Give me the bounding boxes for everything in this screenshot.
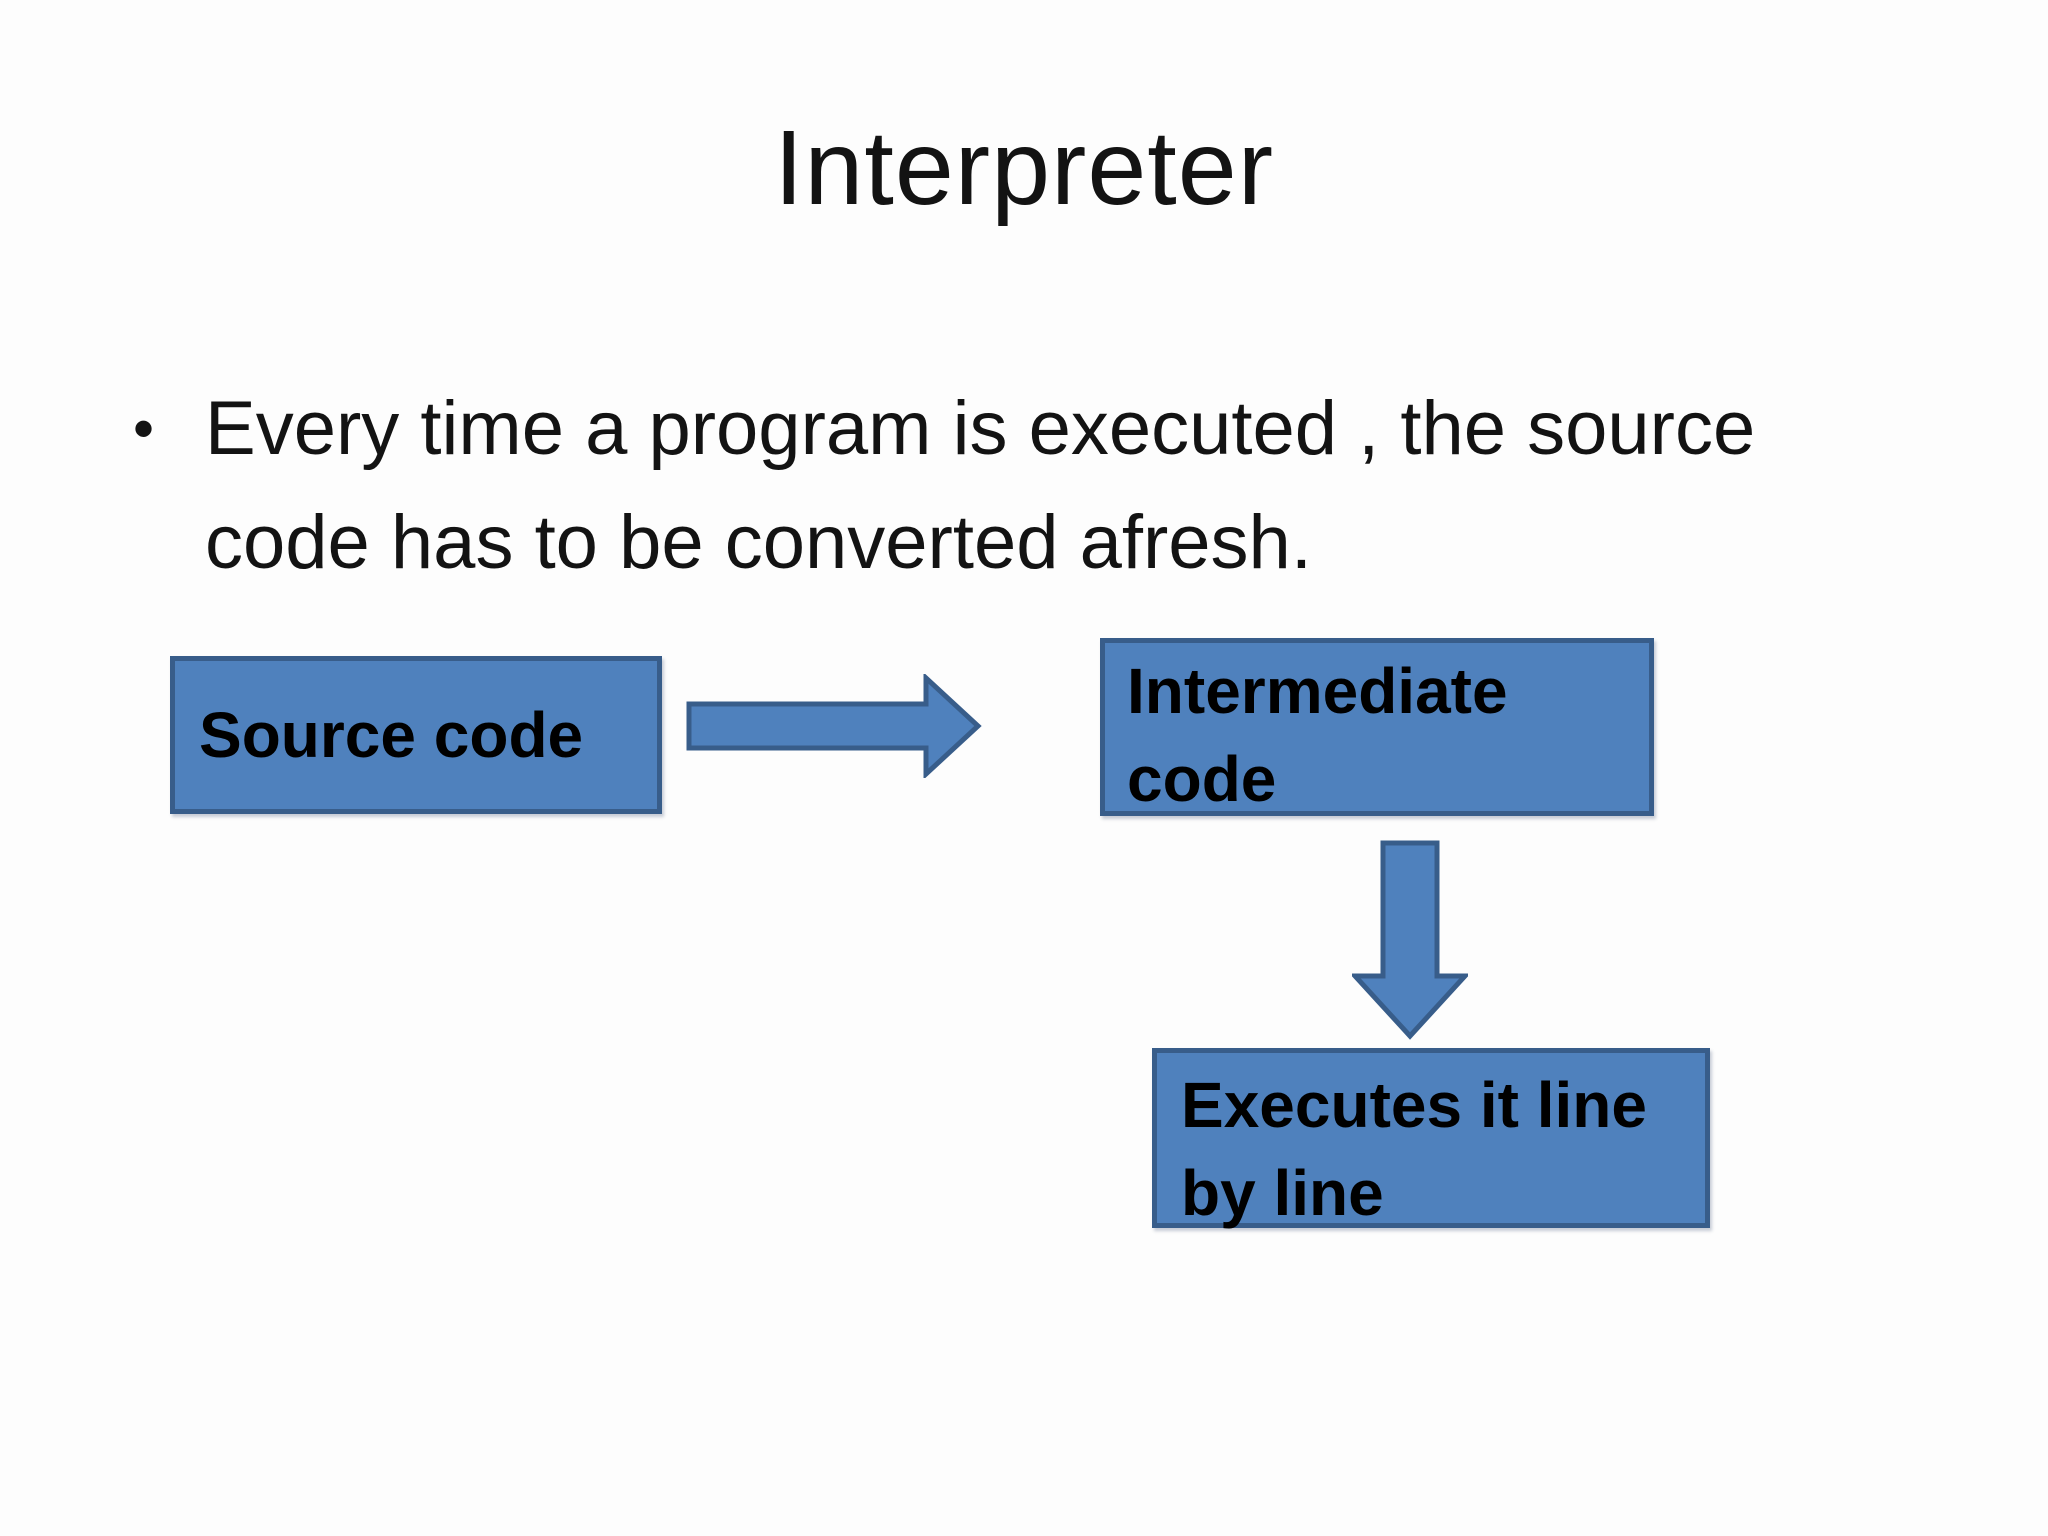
intermediate-code-box-label-line-1: Intermediate — [1127, 655, 1508, 727]
bullet-marker: • — [133, 395, 155, 462]
bullet-text-line-2: code has to be converted afresh. — [205, 500, 1312, 585]
flow-arrow-down-icon — [1352, 840, 1468, 1040]
flow-arrow-right-icon — [686, 674, 982, 778]
bullet-text-line-1: Every time a program is executed , the s… — [205, 386, 1756, 471]
executes-box-label-line-2: by line — [1181, 1157, 1384, 1229]
bullet-item: • Every time a program is executed , the… — [133, 372, 1933, 600]
slide-title: Interpreter — [773, 109, 1274, 227]
source-code-box-label: Source code — [199, 699, 584, 771]
source-code-box: Source code — [170, 656, 662, 814]
executes-box-label-line-1: Executes it line — [1181, 1069, 1647, 1141]
intermediate-code-box-label-line-2: code — [1127, 743, 1277, 815]
intermediate-code-box: Intermediate code — [1100, 638, 1654, 816]
bullet-text: Every time a program is executed , the s… — [205, 372, 1755, 600]
executes-box: Executes it line by line — [1152, 1048, 1710, 1229]
